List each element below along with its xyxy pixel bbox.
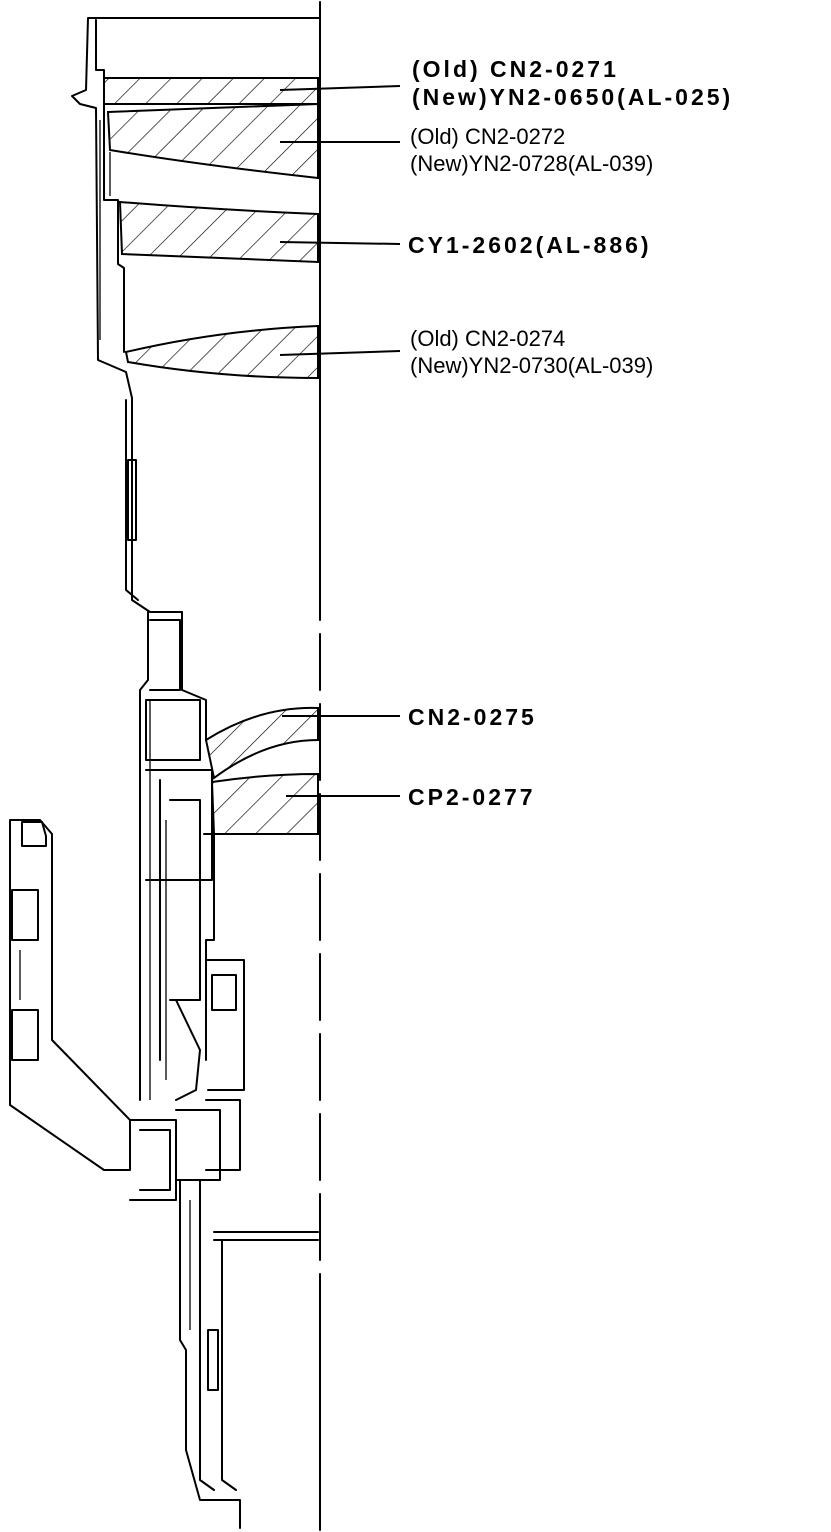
leader-lines [279, 85, 401, 797]
part-label-lens-2-old: (Old) CN2-0272 [410, 124, 566, 149]
part-label-lens-1-old: (Old) CN2-0271 [412, 56, 619, 82]
part-label-lens-5: CN2-0275 [408, 706, 537, 729]
lens-element-4 [124, 324, 319, 380]
grip-assembly [9, 819, 177, 1201]
lens-barrel-middle [139, 611, 245, 1181]
lens-element-5 [204, 706, 319, 780]
lens-element-6 [210, 772, 319, 835]
part-label-lens-6: CP2-0277 [408, 786, 536, 809]
part-label-lens-4: (Old) CN2-0274 (New)YN2-0730(AL-039) [410, 328, 653, 377]
part-label-lens-1: (Old) CN2-0271 (New)YN2-0650(AL-025) [412, 58, 733, 109]
part-label-lens-4-old: (Old) CN2-0274 [410, 326, 566, 351]
leader-line-4 [279, 350, 401, 356]
part-label-lens-6-code: CP2-0277 [408, 784, 536, 810]
lens-barrel-lower [179, 1179, 319, 1529]
part-label-lens-5-code: CN2-0275 [408, 704, 537, 730]
part-label-lens-1-new: (New)YN2-0650(AL-025) [412, 84, 734, 110]
leader-line-3 [279, 241, 401, 245]
lens-element-1 [103, 77, 319, 105]
lens-element-3 [118, 200, 319, 264]
part-label-lens-3-code: CY1-2602(AL-886) [408, 232, 652, 258]
part-label-lens-3: CY1-2602(AL-886) [408, 234, 652, 257]
leader-line-1 [279, 85, 401, 91]
part-label-lens-2: (Old) CN2-0272 (New)YN2-0728(AL-039) [410, 126, 653, 175]
part-label-lens-4-new: (New)YN2-0730(AL-039) [410, 353, 654, 378]
part-label-lens-2-new: (New)YN2-0728(AL-039) [410, 151, 654, 176]
lens-element-2 [106, 102, 319, 180]
lens-barrel-upper [71, 17, 321, 613]
